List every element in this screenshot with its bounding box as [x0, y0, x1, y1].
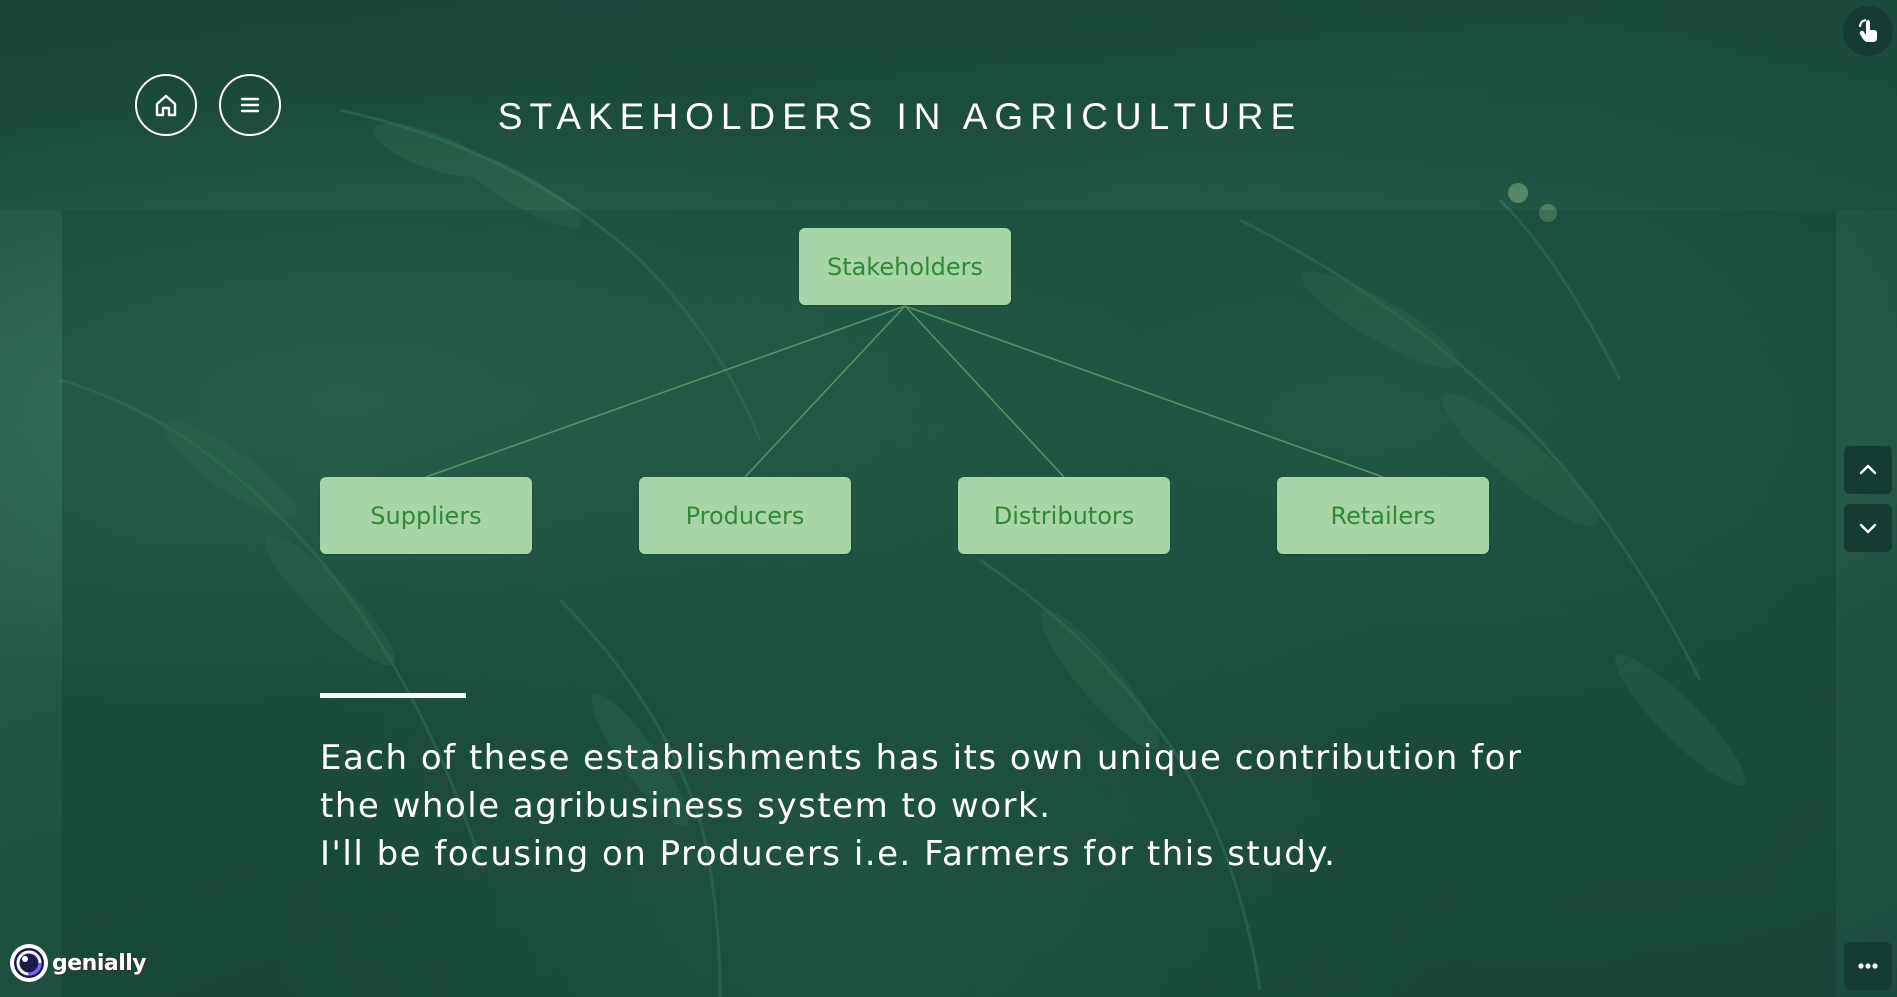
genially-logo-text: genially: [52, 950, 147, 976]
menu-icon: [240, 97, 260, 113]
menu-button[interactable]: [219, 74, 281, 136]
body-line: Each of these establishments has its own…: [320, 738, 1523, 778]
chevron-up-icon: [1859, 464, 1877, 475]
genially-logo[interactable]: genially: [10, 944, 147, 982]
body-line: the whole agribusiness system to work.: [320, 786, 1052, 826]
hand-pointer-icon: [1859, 19, 1877, 42]
more-options-button[interactable]: [1844, 942, 1892, 990]
content-panel: [62, 210, 1836, 997]
scroll-down-button[interactable]: [1844, 504, 1892, 552]
interaction-toggle-button[interactable]: [1843, 6, 1893, 56]
page-title: STAKEHOLDERS IN AGRICULTURE: [497, 96, 1303, 137]
genially-logo-icon: [10, 944, 48, 982]
node-retailers: Retailers: [1277, 477, 1489, 554]
home-button[interactable]: [135, 74, 197, 136]
divider-line: [320, 693, 466, 698]
scroll-up-button[interactable]: [1844, 446, 1892, 494]
node-stakeholders: Stakeholders: [799, 228, 1011, 305]
header-band: [0, 0, 1897, 210]
more-dots-icon: [1858, 963, 1878, 969]
body-paragraph: Each of these establishments has its own…: [320, 734, 1523, 878]
node-suppliers: Suppliers: [320, 477, 532, 554]
body-line: I'll be focusing on Producers i.e. Farme…: [320, 834, 1337, 874]
chevron-down-icon: [1859, 523, 1877, 534]
node-producers: Producers: [639, 477, 851, 554]
home-icon: [155, 94, 177, 117]
node-distributors: Distributors: [958, 477, 1170, 554]
